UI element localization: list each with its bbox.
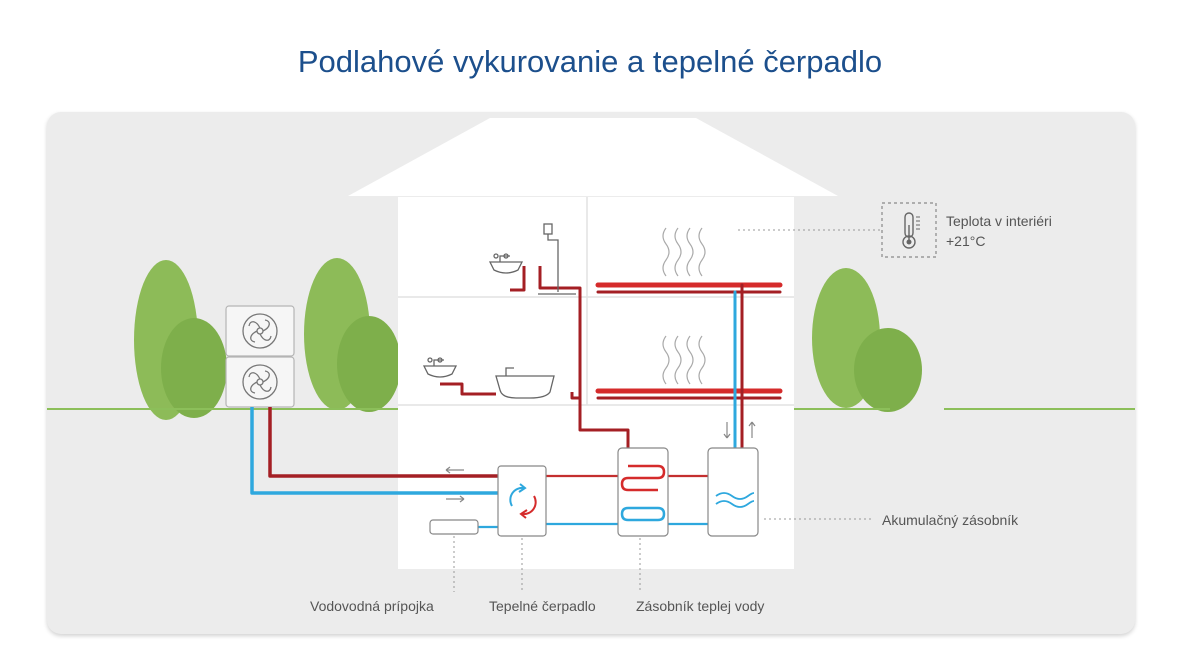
sink-icon	[422, 357, 458, 378]
flow-arrows	[445, 466, 465, 503]
thermometer-icon	[881, 202, 937, 258]
heat-waves	[662, 227, 706, 385]
fan-icon	[242, 313, 278, 349]
trees-right	[812, 268, 922, 412]
trees-left	[134, 258, 401, 420]
interior-temp-value: +21°C	[946, 233, 986, 249]
sink-icon	[488, 253, 524, 274]
hot-water-tank-label: Zásobník teplej vody	[636, 598, 765, 614]
interior-temp-label: Teplota v interiéri	[946, 213, 1052, 229]
house	[348, 118, 838, 569]
bathtub-icon	[495, 367, 555, 399]
accumulation-tank	[707, 447, 759, 537]
floor-heating-pipes	[595, 282, 783, 450]
shower-icon	[538, 223, 576, 295]
tank-flow-arrows	[723, 421, 756, 439]
outdoor-unit	[225, 305, 295, 408]
outdoor-pipes	[250, 407, 498, 495]
hot-water-tank	[617, 447, 669, 537]
utility-pipes	[478, 474, 708, 529]
leader-lines	[453, 229, 880, 592]
fan-icon	[242, 364, 278, 400]
heat-pump-label: Tepelné čerpadlo	[489, 598, 596, 614]
water-connection-box	[429, 519, 479, 535]
hot-water-pipes	[440, 266, 630, 448]
heat-pump-unit	[497, 465, 547, 537]
cycle-arrows-icon	[509, 483, 537, 519]
accumulation-tank-label: Akumulačný zásobník	[882, 512, 1019, 528]
water-connection-label: Vodovodná prípojka	[310, 598, 434, 614]
page-title: Podlahové vykurovanie a tepelné čerpadlo	[297, 44, 883, 79]
